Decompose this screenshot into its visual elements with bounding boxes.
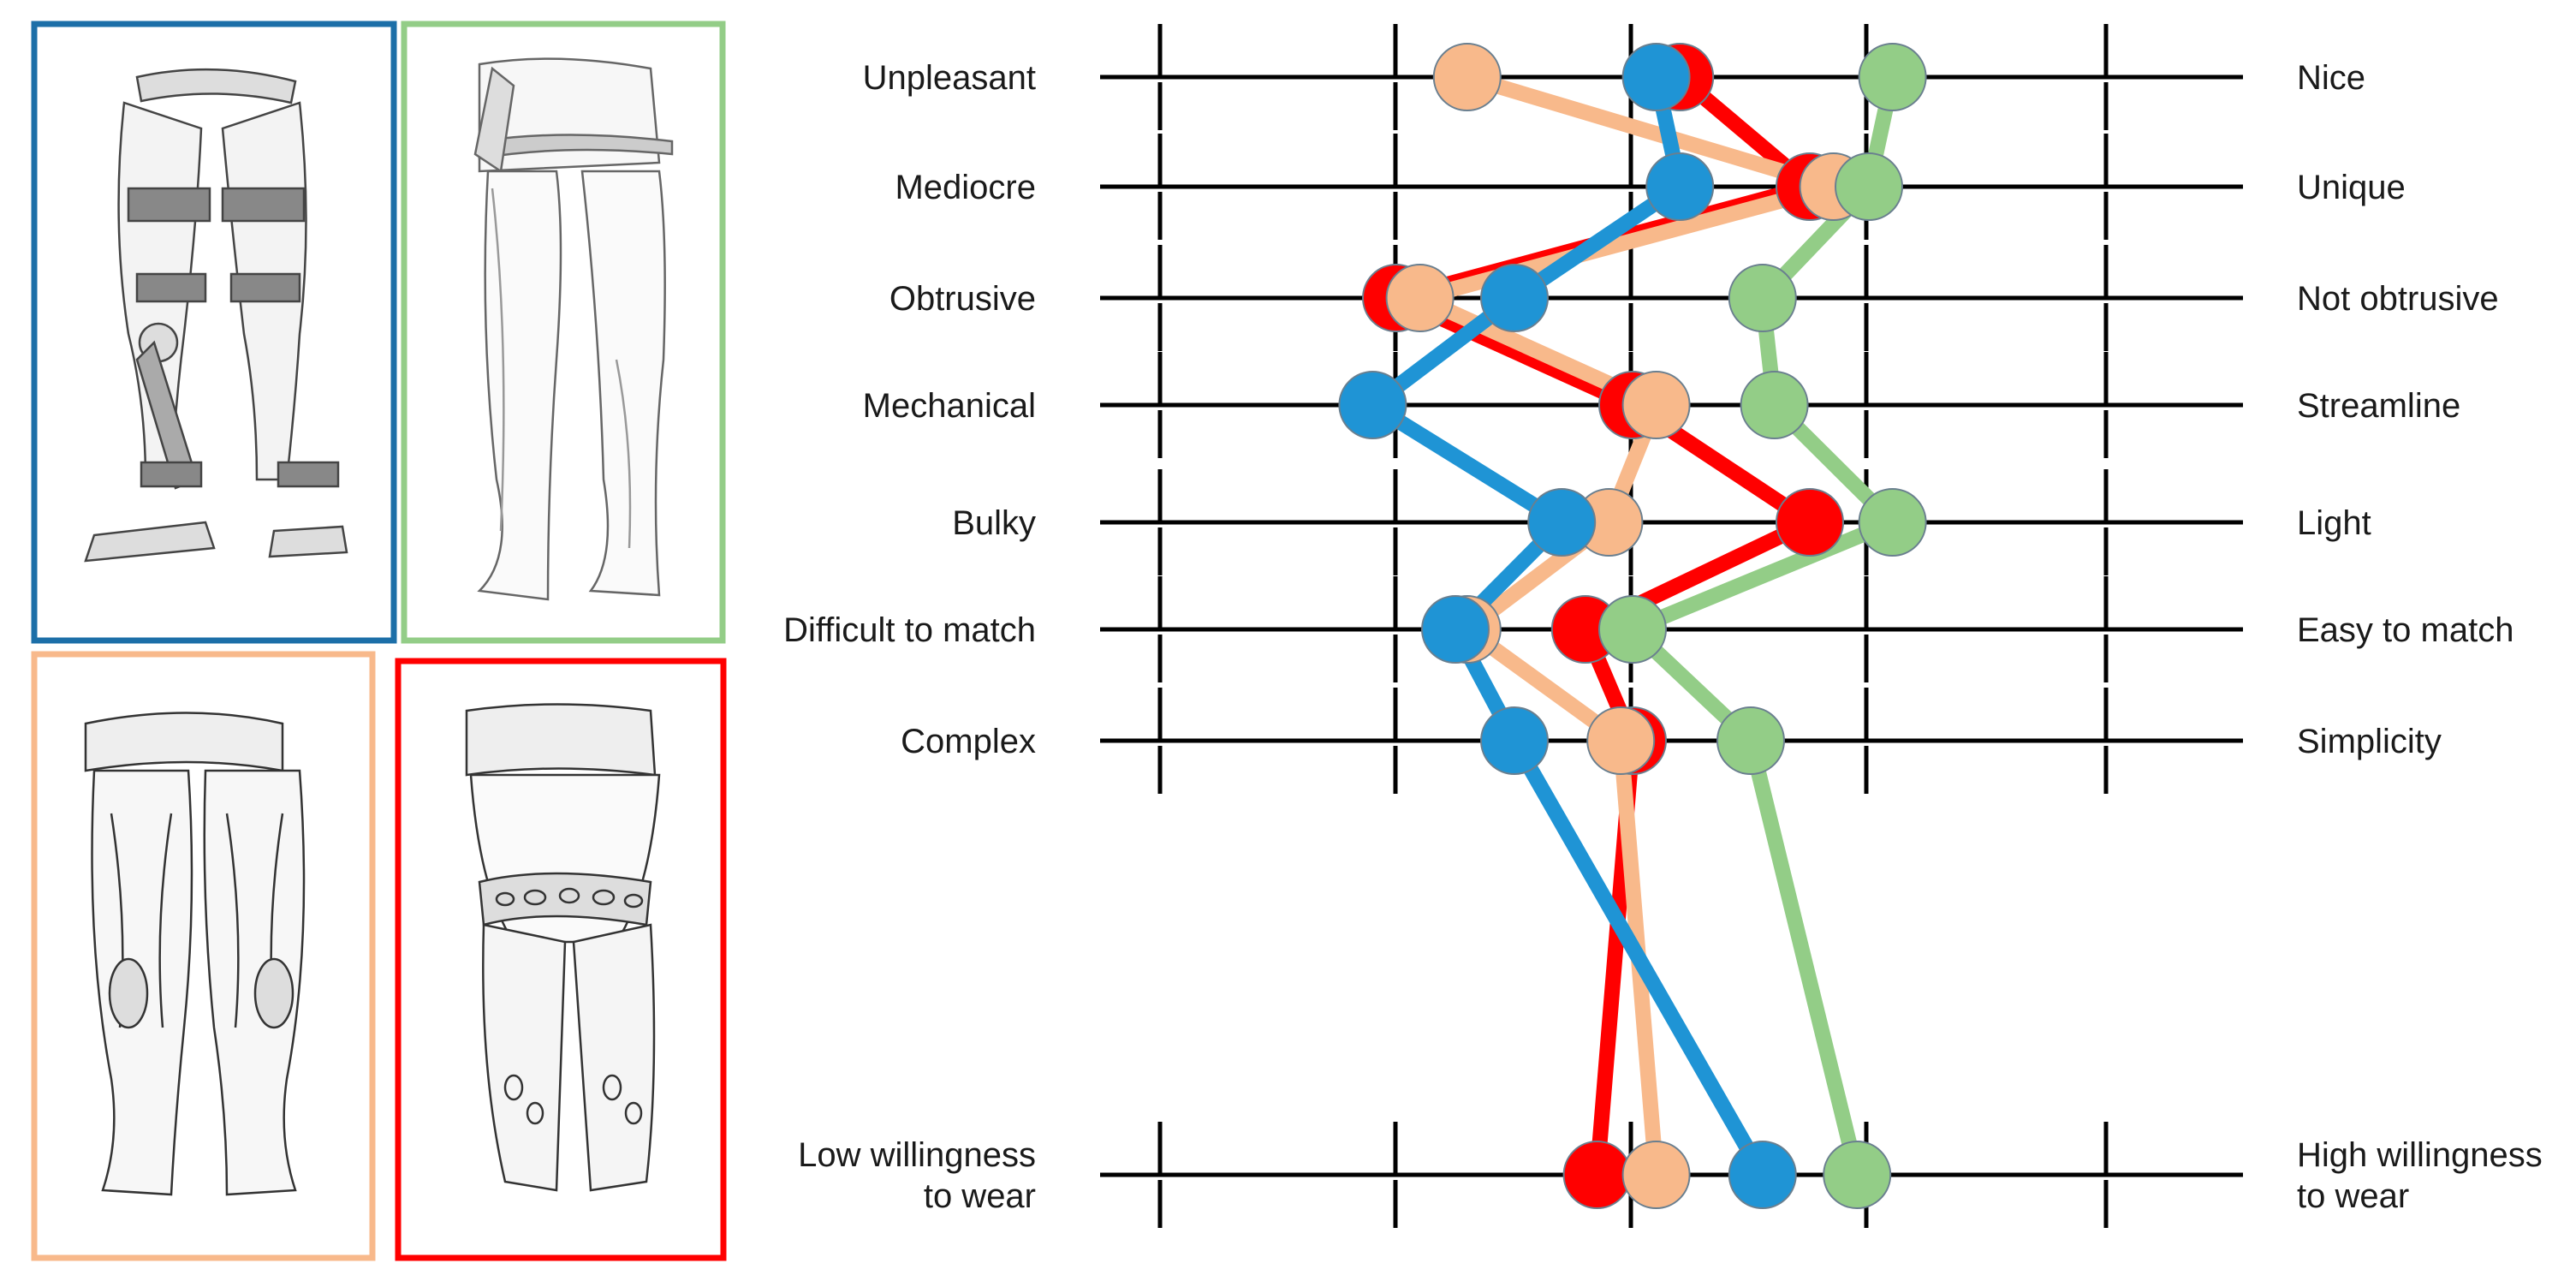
- row-right-label-line: Streamline: [2297, 387, 2460, 425]
- series-point-2: [1421, 595, 1490, 664]
- series-point-2: [1621, 43, 1691, 111]
- row-right-label-line: Unique: [2297, 169, 2406, 206]
- row-right-label-line: High willingness: [2297, 1136, 2543, 1174]
- row-right-label-line: Light: [2297, 504, 2371, 542]
- series-point-3: [1728, 264, 1797, 332]
- series-point-3: [1858, 43, 1927, 111]
- series-point-2: [1480, 264, 1549, 332]
- row-left-label-line: Obtrusive: [889, 280, 1036, 318]
- series-point-3: [1598, 595, 1667, 664]
- row-left-label-line: Bulky: [952, 504, 1036, 542]
- series-point-1: [1621, 1141, 1691, 1209]
- row-left-label: Difficult to match: [783, 611, 1036, 649]
- series-point-2: [1338, 371, 1407, 439]
- series-point-1: [1432, 43, 1502, 111]
- series-point-3: [1740, 371, 1809, 439]
- series-point-1: [1621, 371, 1691, 439]
- exoskeleton-sketch-muscle: [86, 713, 304, 1195]
- chart-series-points: [1338, 43, 1927, 1209]
- exoskeleton-sketch-lattice: [475, 59, 672, 599]
- row-left-label-line: Mechanical: [863, 387, 1036, 425]
- row-left-label-line: Mediocre: [895, 169, 1036, 206]
- row-left-label-line: Difficult to match: [783, 611, 1036, 649]
- series-point-2: [1645, 152, 1715, 221]
- sketch-panel-orange: [31, 651, 376, 1261]
- exoskeleton-sketch-rigid: [86, 69, 347, 561]
- sketch-panel-green: [401, 21, 726, 644]
- row-left-label-line: Unpleasant: [863, 59, 1036, 97]
- sketch-panel-blue: [31, 21, 397, 644]
- series-point-2: [1480, 706, 1549, 775]
- series-point-3: [1858, 488, 1927, 557]
- series-point-0: [1776, 488, 1844, 557]
- row-right-label: Easy to match: [2297, 611, 2514, 649]
- series-point-1: [1385, 264, 1455, 332]
- row-left-label: Unpleasant: [863, 59, 1036, 97]
- row-left-label: Obtrusive: [889, 280, 1036, 318]
- row-right-label: Unique: [2297, 169, 2406, 206]
- row-left-label: Mediocre: [895, 169, 1036, 206]
- row-right-label-line: to wear: [2297, 1177, 2409, 1215]
- row-right-label-line: Not obtrusive: [2297, 280, 2499, 318]
- series-point-3: [1716, 706, 1785, 775]
- sketch-frame-orange: [31, 651, 376, 1261]
- row-right-label: Simplicity: [2297, 723, 2442, 760]
- chart-grid: [1100, 24, 2243, 1228]
- row-right-label-line: Easy to match: [2297, 611, 2514, 649]
- row-left-label-line: Complex: [901, 723, 1036, 760]
- row-right-label-line: Simplicity: [2297, 723, 2442, 760]
- sketch-frame-blue: [31, 21, 397, 644]
- series-point-3: [1823, 1141, 1892, 1209]
- exoskeleton-sketch-voronoi: [467, 705, 659, 1191]
- row-right-label: Not obtrusive: [2297, 280, 2499, 318]
- row-right-label-line: Nice: [2297, 59, 2365, 97]
- series-point-3: [1835, 152, 1903, 221]
- row-right-label: Nice: [2297, 59, 2365, 97]
- row-left-label-line: to wear: [924, 1177, 1036, 1215]
- sketch-frame-green: [401, 21, 726, 644]
- row-right-label: Streamline: [2297, 387, 2460, 425]
- series-point-1: [1586, 706, 1656, 775]
- row-left-label: Bulky: [952, 504, 1036, 542]
- sketch-panel-red: [395, 658, 727, 1261]
- sketch-frame-red: [395, 658, 727, 1261]
- row-left-label: Complex: [901, 723, 1036, 760]
- series-point-2: [1527, 488, 1597, 557]
- row-right-label: Light: [2297, 504, 2371, 542]
- series-point-0: [1562, 1141, 1632, 1209]
- row-left-label-line: Low willingness: [798, 1136, 1036, 1174]
- row-left-label: Mechanical: [863, 387, 1036, 425]
- series-point-2: [1728, 1141, 1797, 1209]
